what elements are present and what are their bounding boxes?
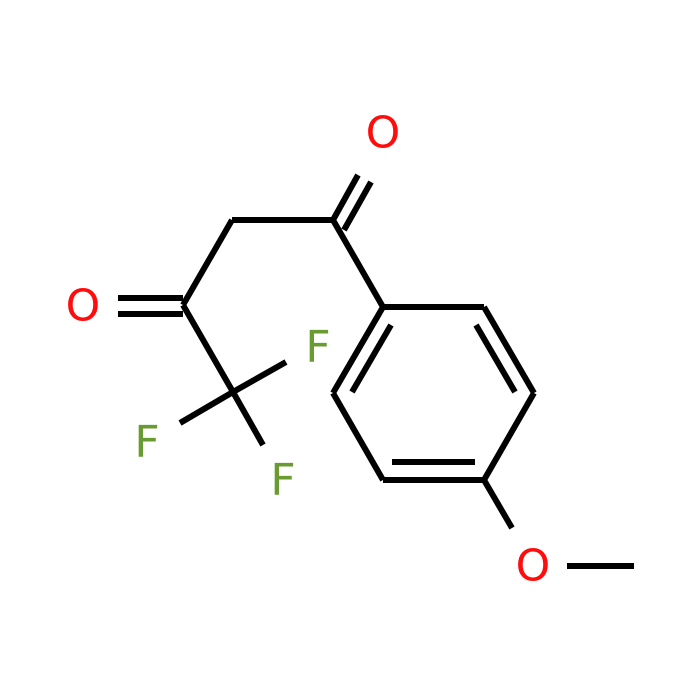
bond-c1-ring: [330, 218, 386, 309]
bond-c1-o-top-b: [341, 180, 374, 232]
bond-c3-cf3: [180, 303, 236, 394]
bond-c1-o-top-a: [330, 173, 361, 222]
fluorine-3-label: F: [270, 455, 295, 506]
ring-bond-3: [481, 391, 537, 482]
bond-ch2-c3: [180, 218, 235, 307]
oxygen-top-label: O: [366, 108, 401, 159]
ring-double-3: [349, 323, 394, 394]
bond-c-f1: [231, 359, 288, 395]
oxygen-left-label: O: [66, 281, 101, 332]
oxygen-methoxy-label: O: [516, 541, 551, 592]
fluorine-2-label: F: [134, 417, 159, 468]
bond-c-f2: [178, 389, 235, 426]
bond-c-f3: [230, 390, 266, 447]
ring-bond-2: [481, 305, 537, 395]
ring-bond-5: [330, 391, 386, 482]
ring-bond-6: [330, 305, 386, 395]
fluorine-1-label: F: [305, 322, 330, 373]
ring-double-1: [473, 323, 518, 394]
bond-ring-o-methoxy: [481, 478, 515, 530]
